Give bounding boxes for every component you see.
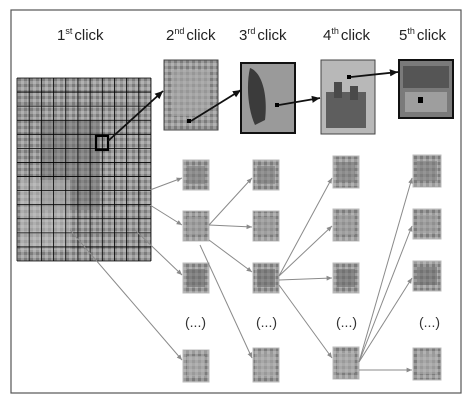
thumbnail-image[interactable] (412, 347, 442, 381)
thumbnail-image[interactable] (412, 154, 442, 188)
thumbnail-image[interactable] (252, 159, 280, 191)
thin-arrow (278, 275, 333, 281)
bold-arrow-2 (190, 89, 242, 122)
thumbnail-image[interactable] (182, 262, 210, 294)
fourth-click-image (320, 59, 376, 135)
thin-arrow (69, 229, 183, 361)
thin-arrow (358, 225, 413, 363)
third-click-image (240, 62, 296, 134)
selection-dot-4 (347, 75, 351, 79)
thumbnail-image[interactable] (252, 210, 280, 242)
bold-arrow-4 (350, 69, 399, 78)
ellipsis-col-2: (...) (185, 314, 206, 330)
thumbnail-image[interactable] (182, 159, 210, 191)
selection-dot-2 (187, 119, 191, 123)
fifth-click-image (398, 59, 454, 119)
thin-arrow (149, 177, 183, 191)
second-click-image (163, 59, 219, 131)
thin-arrow (149, 204, 183, 226)
thumbnail-image[interactable] (332, 346, 360, 380)
thumbnail-image[interactable] (332, 208, 360, 242)
selected-grid-cell[interactable] (94, 134, 110, 152)
bold-arrow-3 (278, 95, 321, 106)
thin-arrow (208, 177, 253, 226)
thin-arrow (278, 225, 333, 277)
thin-arrow (358, 177, 413, 363)
thumbnail-image[interactable] (332, 155, 360, 189)
thin-arrow (278, 284, 333, 359)
thumbnail-image[interactable] (412, 208, 442, 240)
thin-arrow (208, 239, 253, 273)
figure-frame (10, 9, 462, 394)
thin-arrow (358, 277, 413, 363)
thumbnail-image[interactable] (252, 347, 280, 383)
thin-arrow (208, 224, 253, 230)
first-click-grid-image (16, 77, 152, 262)
thumbnail-image[interactable] (182, 210, 210, 242)
thin-arrow (134, 229, 183, 276)
thumbnail-image[interactable] (412, 260, 442, 292)
grid-lines (16, 77, 152, 262)
thin-arrows (69, 177, 413, 373)
thumbnail-image[interactable] (332, 262, 360, 294)
thin-arrow (199, 244, 253, 359)
selection-dot-3 (275, 103, 279, 107)
bold-arrow-1 (107, 90, 164, 142)
selection-dot-5 (418, 97, 423, 103)
ellipsis-col-3: (...) (256, 314, 277, 330)
thumbnail-columns (182, 154, 442, 383)
thin-arrow (278, 177, 333, 277)
thumbnail-image[interactable] (252, 262, 280, 294)
thumbnail-image[interactable] (182, 349, 210, 383)
ellipsis-col-5: (...) (419, 314, 440, 330)
ellipsis-col-4: (...) (336, 314, 357, 330)
